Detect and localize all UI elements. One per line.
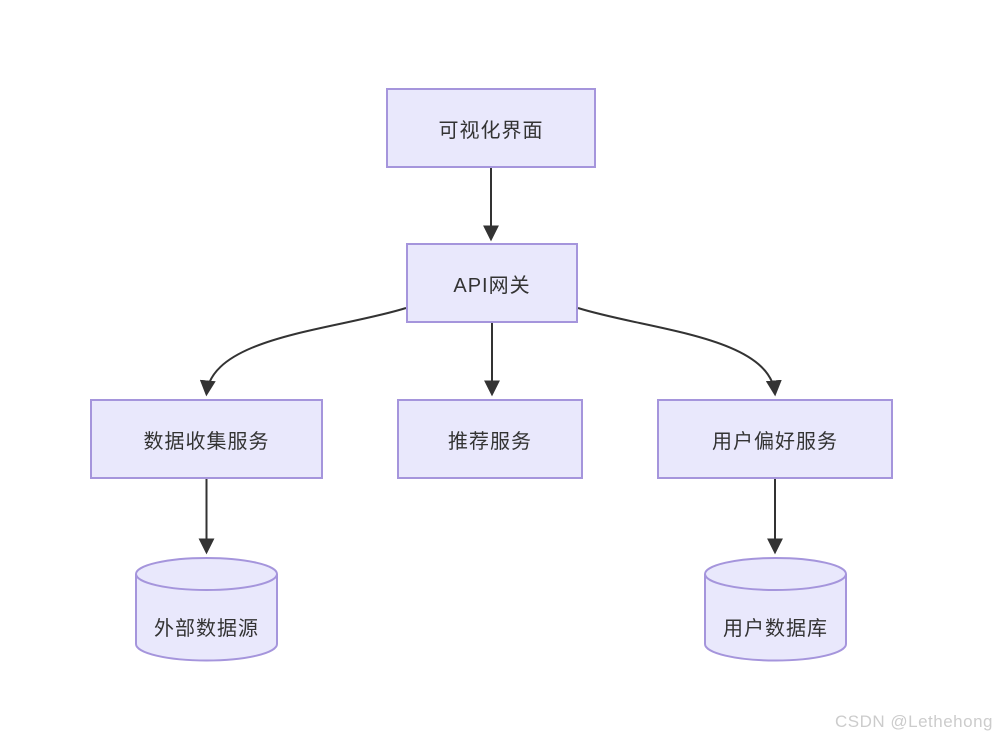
node-visualization-ui: 可视化界面 [386,88,596,168]
node-recommendation-label: 推荐服务 [448,430,532,453]
edge-gateway-to-user-preference [577,307,782,397]
database-cylinder-icon [704,557,847,662]
node-external-datasource-label: 外部数据源 [154,617,259,640]
node-api-gateway-label: API网关 [453,274,531,297]
node-api-gateway: API网关 [406,243,578,323]
node-user-preference: 用户偏好服务 [657,399,893,479]
database-cylinder-icon [135,557,278,662]
node-visualization-ui-label: 可视化界面 [438,119,544,142]
csdn-watermark: CSDN @Lethehong [834,712,993,731]
node-data-collection-label: 数据收集服务 [143,430,270,453]
node-user-database: 用户数据库 [704,557,847,662]
node-user-database-label: 用户数据库 [723,617,828,640]
node-recommendation: 推荐服务 [397,399,583,479]
edge-gateway-to-data-collection [199,307,407,397]
node-data-collection: 数据收集服务 [90,399,323,479]
node-user-preference-label: 用户偏好服务 [712,430,838,453]
node-external-datasource: 外部数据源 [135,557,278,662]
